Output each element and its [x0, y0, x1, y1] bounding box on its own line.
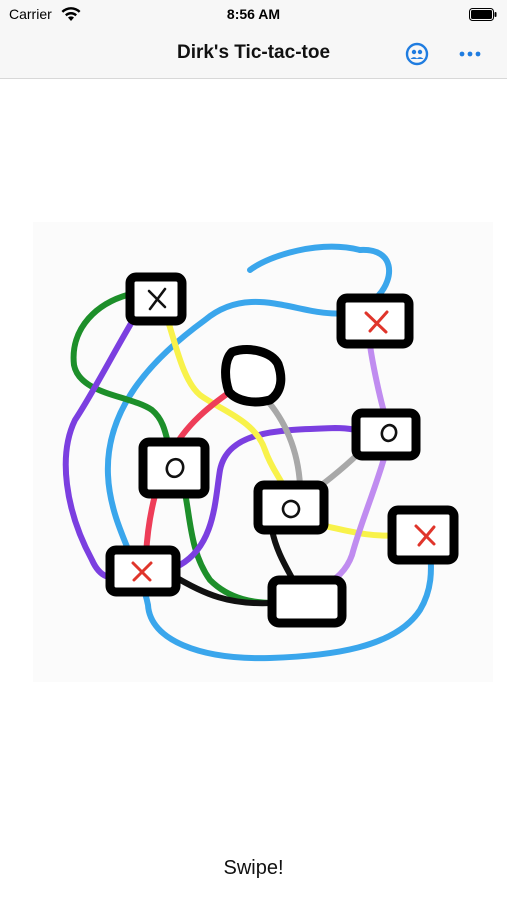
connection-line [269, 527, 295, 581]
clock: 8:56 AM [226, 6, 281, 22]
x-mark-icon [147, 287, 167, 311]
connection-line [262, 395, 303, 488]
page-title: Dirk's Tic-tac-toe [176, 42, 331, 63]
game-board[interactable] [33, 222, 493, 682]
o-mark-icon [165, 457, 185, 479]
carrier-label: Carrier [9, 6, 52, 22]
connection-line [367, 342, 387, 415]
connection-line [70, 289, 278, 606]
x-mark-icon [414, 524, 436, 547]
x-mark-icon [131, 561, 153, 582]
connection-line [169, 572, 275, 607]
navigation-bar: Dirk's Tic-tac-toe [0, 30, 507, 79]
players-icon[interactable] [403, 40, 431, 68]
board-cell[interactable] [138, 437, 210, 499]
swipe-hint: Swipe! [223, 857, 284, 879]
x-mark-icon [364, 310, 389, 334]
battery-icon [469, 8, 497, 21]
board-cell[interactable] [267, 575, 347, 628]
board-cell[interactable] [253, 480, 329, 535]
connection-line [62, 297, 148, 581]
more-icon[interactable] [456, 40, 484, 68]
connection-line [247, 243, 363, 273]
o-mark-icon [281, 499, 301, 519]
o-mark-icon [380, 423, 398, 443]
connection-line [162, 309, 288, 493]
board-cell[interactable] [221, 345, 286, 407]
board-cell[interactable] [351, 408, 421, 461]
connection-line [177, 425, 373, 568]
status-bar: Carrier 8:56 AM [0, 0, 507, 30]
wifi-icon [61, 7, 81, 21]
